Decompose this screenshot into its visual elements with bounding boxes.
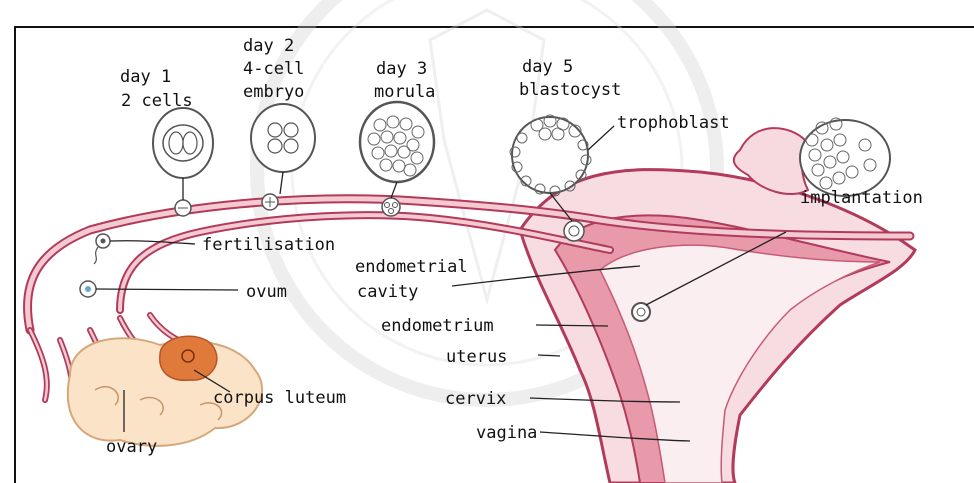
day5-label: day 5: [522, 57, 573, 77]
implanted-embryo: [632, 303, 650, 321]
day1-embryo: [153, 108, 213, 178]
cervix-label: cervix: [445, 389, 506, 409]
day3-sublabel: morula: [374, 82, 435, 102]
day1-label: day 1: [120, 67, 171, 87]
day2-sublabel-2: embryo: [243, 82, 304, 102]
day3-morula: [360, 102, 434, 182]
day2-label: day 2: [243, 36, 294, 56]
ovary-label: ovary: [106, 437, 157, 457]
tube-embryo-3: [382, 198, 400, 216]
vagina-label: vagina: [476, 423, 537, 443]
endometrium-label: endometrium: [381, 316, 494, 336]
corpus-luteum-label: corpus luteum: [213, 388, 346, 408]
corpus-luteum-shape: [160, 336, 217, 380]
day2-embryo: [251, 104, 315, 172]
tube-embryo-1: [175, 200, 191, 216]
day2-sublabel-1: 4-cell: [243, 59, 304, 79]
implantation-embryo: [734, 118, 890, 196]
implantation-label: implantation: [800, 188, 923, 208]
tube-embryo-2: [262, 194, 278, 210]
day1-sublabel: 2 cells: [121, 91, 193, 111]
uterus-label: uterus: [446, 347, 507, 367]
fertilisation-ovum: [94, 234, 110, 264]
tube-embryo-4: [564, 221, 584, 241]
fertilisation-label: fertilisation: [202, 235, 335, 255]
ovum-cell: [80, 281, 96, 297]
trophoblast-label: trophoblast: [617, 113, 730, 133]
endometrial-cavity-label-2: cavity: [357, 282, 418, 302]
day5-sublabel: blastocyst: [519, 80, 621, 100]
ovum-label: ovum: [246, 282, 287, 302]
endometrial-cavity-label-1: endometrial: [355, 257, 468, 277]
day3-label: day 3: [376, 59, 427, 79]
